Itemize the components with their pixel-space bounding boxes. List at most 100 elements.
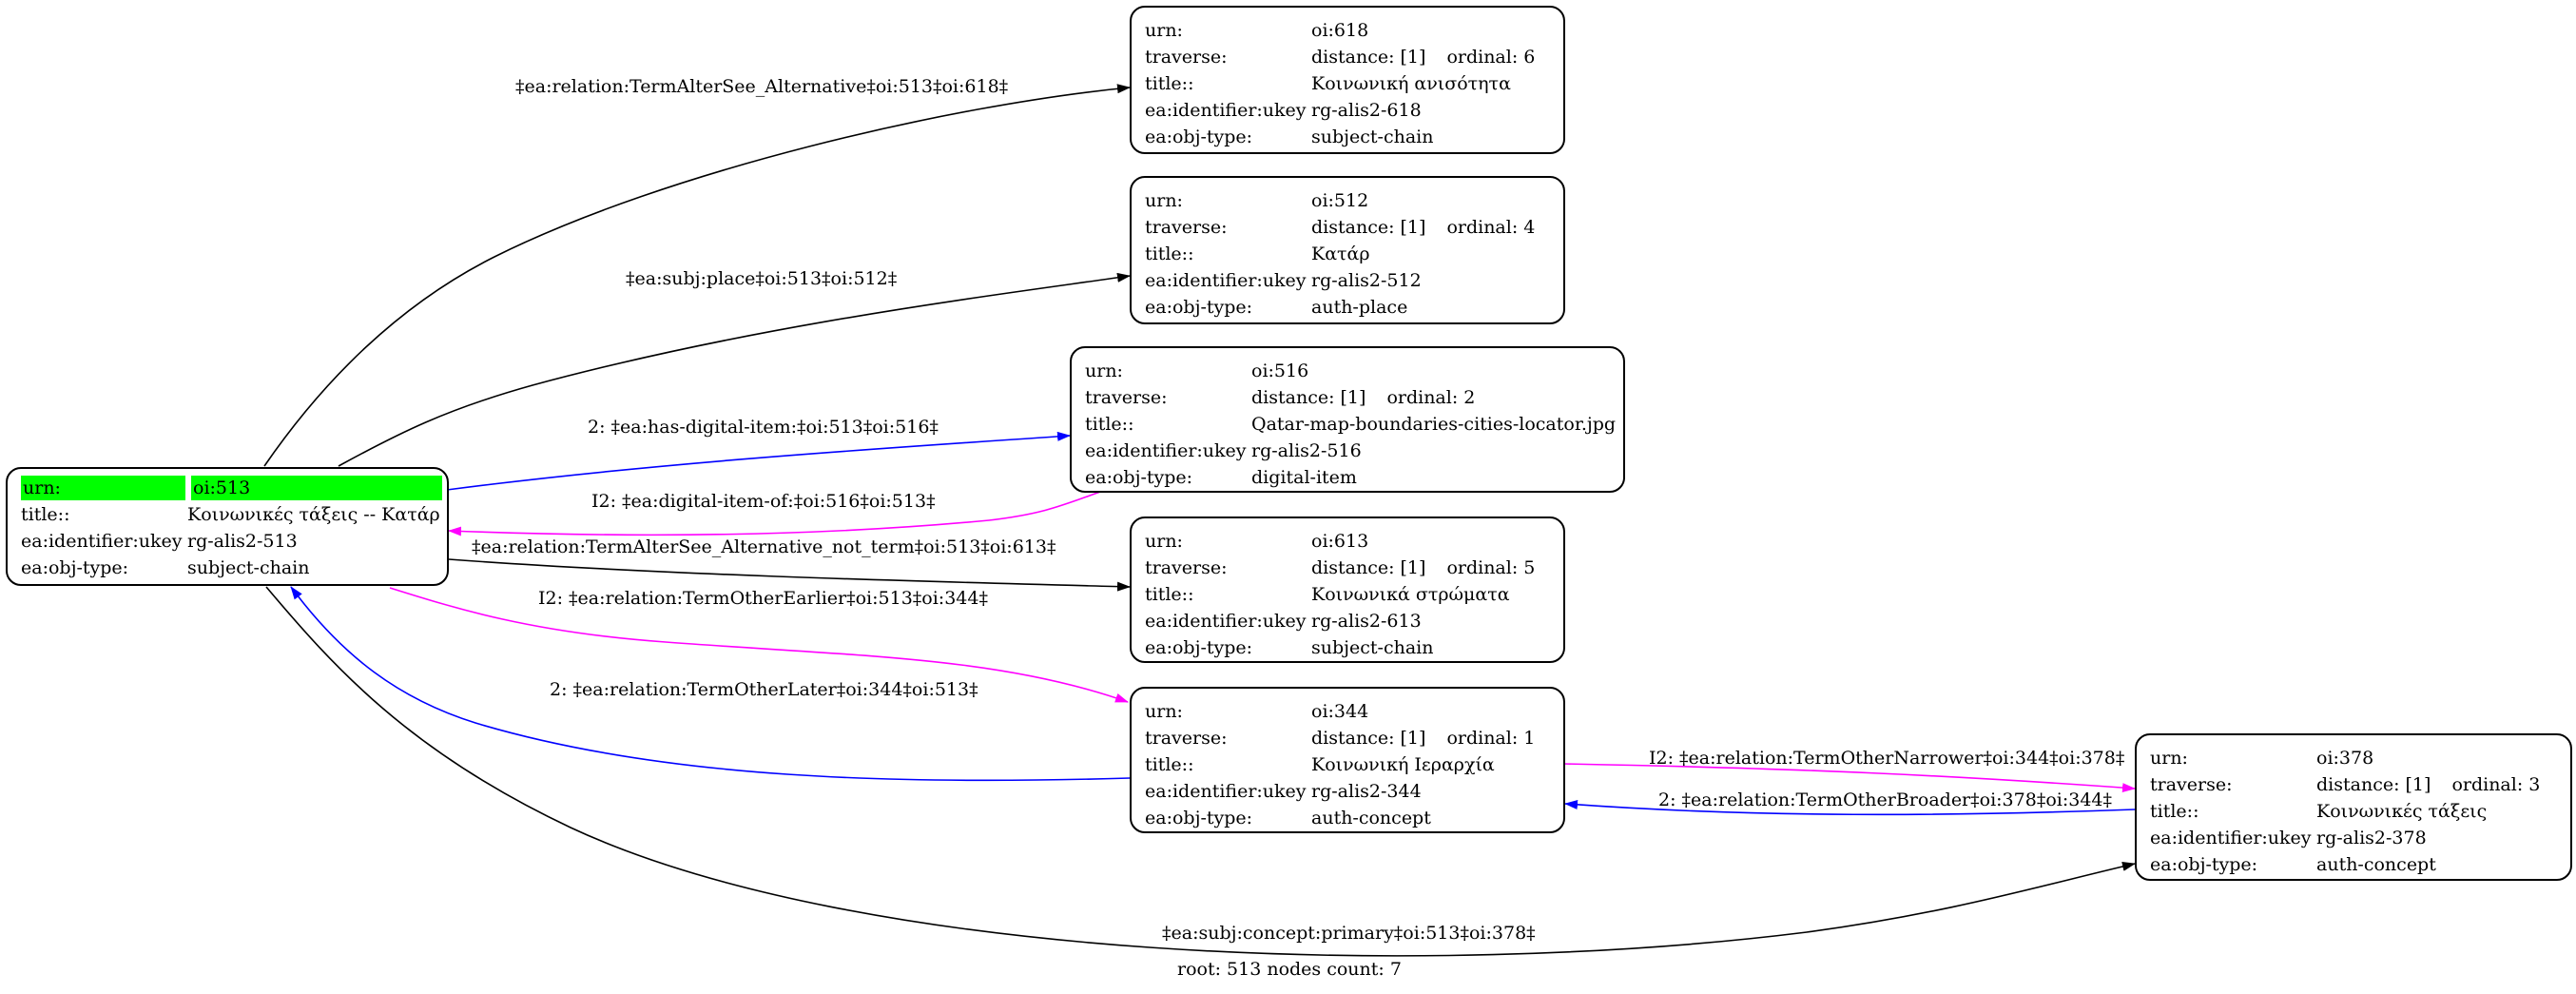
edge-516-513: [448, 490, 1104, 536]
root-node-513[interactable]: urn: oi:513 title:: Κοινωνικές τάξεις --…: [6, 467, 449, 586]
traverse-key: traverse:: [2150, 774, 2233, 795]
distance-value: distance: [1]: [1311, 217, 1426, 238]
title-key: title::: [1145, 584, 1194, 605]
node-512[interactable]: urn: oi:512 traverse: distance: [1] ordinal…: [1130, 176, 1565, 324]
title-value: Κοινωνική ανισότητα: [1311, 73, 1511, 94]
edge-label-378-344: 2: ‡ea:relation:TermOtherBroader‡oi:378‡…: [1658, 789, 2113, 810]
edge-378-344: [1564, 799, 2136, 816]
type-key: ea:obj-type:: [1085, 467, 1193, 488]
ident-key: ea:identifier:ukey: [1145, 781, 1307, 802]
ident-value: rg-alis2-378: [2316, 828, 2427, 848]
urn-value: oi:618: [1311, 20, 1369, 41]
distance-value: distance: [1]: [2316, 774, 2431, 795]
edge-513-378: [265, 586, 2136, 957]
edge-344-513: [290, 586, 1131, 782]
ordinal-value: ordinal: 5: [1446, 557, 1536, 578]
type-key: ea:obj-type:: [1145, 297, 1253, 318]
traverse-key: traverse:: [1145, 217, 1228, 238]
root-type-value: subject-chain: [187, 557, 310, 578]
type-value: auth-concept: [1311, 808, 1431, 828]
title-value: Κατάρ: [1311, 244, 1370, 264]
urn-key: urn:: [1145, 531, 1183, 552]
urn-key: urn:: [1145, 701, 1183, 722]
edge-513-618: [263, 84, 1131, 467]
edge-label-516-513: I2: ‡ea:digital-item-of:‡oi:516‡oi:513‡: [591, 491, 936, 512]
type-key: ea:obj-type:: [1145, 127, 1253, 147]
edge-label-513-618: ‡ea:relation:TermAlterSee_Alternative‡oi…: [515, 76, 1009, 97]
urn-value: oi:378: [2316, 748, 2374, 769]
traverse-key: traverse:: [1145, 47, 1228, 68]
title-value: Κοινωνική Ιεραρχία: [1311, 754, 1495, 775]
traverse-key: traverse:: [1085, 387, 1168, 408]
edge-label-513-378: ‡ea:subj:concept:primary‡oi:513‡oi:378‡: [1162, 923, 1536, 944]
urn-value: oi:344: [1311, 701, 1369, 722]
type-key: ea:obj-type:: [1145, 808, 1253, 828]
title-value: Κοινωνικές τάξεις: [2316, 801, 2488, 822]
root-urn-row: urn: oi:513: [21, 475, 442, 501]
edge-513-344: [389, 587, 1129, 703]
distance-value: distance: [1]: [1311, 47, 1426, 68]
title-key: title::: [1085, 414, 1134, 435]
root-urn-key: urn:: [21, 476, 185, 500]
node-613[interactable]: urn:oi:613 traverse:distance: [1]ordinal…: [1130, 516, 1565, 663]
ordinal-value: ordinal: 1: [1446, 728, 1536, 749]
root-ident-key: ea:identifier:ukey: [21, 531, 183, 552]
node-378[interactable]: urn: oi:378 traverse: distance: [1] ordinal…: [2135, 733, 2572, 881]
ident-key: ea:identifier:ukey: [2150, 828, 2312, 848]
title-key: title::: [1145, 754, 1194, 775]
type-value: subject-chain: [1311, 637, 1434, 658]
ident-value: rg-alis2-613: [1311, 611, 1422, 632]
graph-footer: root: 513 nodes count: 7: [1177, 959, 1402, 980]
title-value: Κοινωνικά στρώματα: [1311, 584, 1510, 605]
edge-label-513-613: ‡ea:relation:TermAlterSee_Alternative_no…: [472, 536, 1056, 557]
edge-513-613: [448, 558, 1131, 592]
ident-value: rg-alis2-344: [1311, 781, 1422, 802]
ordinal-value: ordinal: 3: [2451, 774, 2541, 795]
ident-value: rg-alis2-618: [1311, 100, 1422, 121]
title-key: title::: [1145, 73, 1194, 94]
ident-key: ea:identifier:ukey: [1145, 611, 1307, 632]
ident-value: rg-alis2-516: [1251, 440, 1362, 461]
node-516[interactable]: urn:oi:516 traverse:distance: [1]ordinal…: [1070, 346, 1625, 493]
distance-value: distance: [1]: [1251, 387, 1366, 408]
root-urn-value: oi:513: [191, 476, 442, 500]
node-618[interactable]: urn: oi:618 traverse: distance: [1] ordinal…: [1130, 6, 1565, 154]
title-key: title::: [1145, 244, 1194, 264]
root-title-row: title:: Κοινωνικές τάξεις -- Κατάρ: [21, 501, 440, 528]
type-value: subject-chain: [1311, 127, 1434, 147]
ident-value: rg-alis2-512: [1311, 270, 1422, 291]
type-key: ea:obj-type:: [2150, 854, 2258, 875]
root-ident-value: rg-alis2-513: [187, 531, 298, 552]
title-value: Qatar-map-boundaries-cities-locator.jpg: [1251, 414, 1617, 435]
urn-key: urn:: [2150, 748, 2188, 769]
ordinal-value: ordinal: 4: [1446, 217, 1536, 238]
edge-344-378: [1563, 763, 2136, 793]
urn-value: oi:516: [1251, 361, 1309, 381]
type-value: digital-item: [1251, 467, 1357, 488]
edge-label-344-378: I2: ‡ea:relation:TermOtherNarrower‡oi:34…: [1649, 748, 2125, 769]
root-title-key: title::: [21, 504, 70, 525]
urn-key: urn:: [1145, 190, 1183, 211]
node-344[interactable]: urn: oi:344 traverse: distance: [1] ordinal…: [1130, 687, 1565, 833]
traverse-key: traverse:: [1145, 557, 1228, 578]
edge-513-512: [338, 272, 1131, 467]
distance-value: distance: [1]: [1311, 728, 1426, 749]
root-title-value: Κοινωνικές τάξεις -- Κατάρ: [187, 504, 440, 525]
ident-key: ea:identifier:ukey: [1145, 100, 1307, 121]
urn-value: oi:512: [1311, 190, 1369, 211]
urn-key: urn:: [1085, 361, 1123, 381]
edge-label-513-516: 2: ‡ea:has-digital-item:‡oi:513‡oi:516‡: [588, 417, 939, 438]
edge-label-513-512: ‡ea:subj:place‡oi:513‡oi:512‡: [626, 268, 898, 289]
urn-value: oi:613: [1311, 531, 1369, 552]
traverse-key: traverse:: [1145, 728, 1228, 749]
type-value: auth-concept: [2316, 854, 2436, 875]
ordinal-value: ordinal: 6: [1446, 47, 1536, 68]
root-type-row: ea:obj-type: subject-chain: [21, 555, 434, 581]
edge-label-513-344: I2: ‡ea:relation:TermOtherEarlier‡oi:513…: [538, 588, 988, 609]
root-ident-row: ea:identifier:ukey rg-alis2-513: [21, 528, 434, 555]
urn-key: urn:: [1145, 20, 1183, 41]
edge-513-516: [446, 431, 1071, 491]
type-key: ea:obj-type:: [1145, 637, 1253, 658]
